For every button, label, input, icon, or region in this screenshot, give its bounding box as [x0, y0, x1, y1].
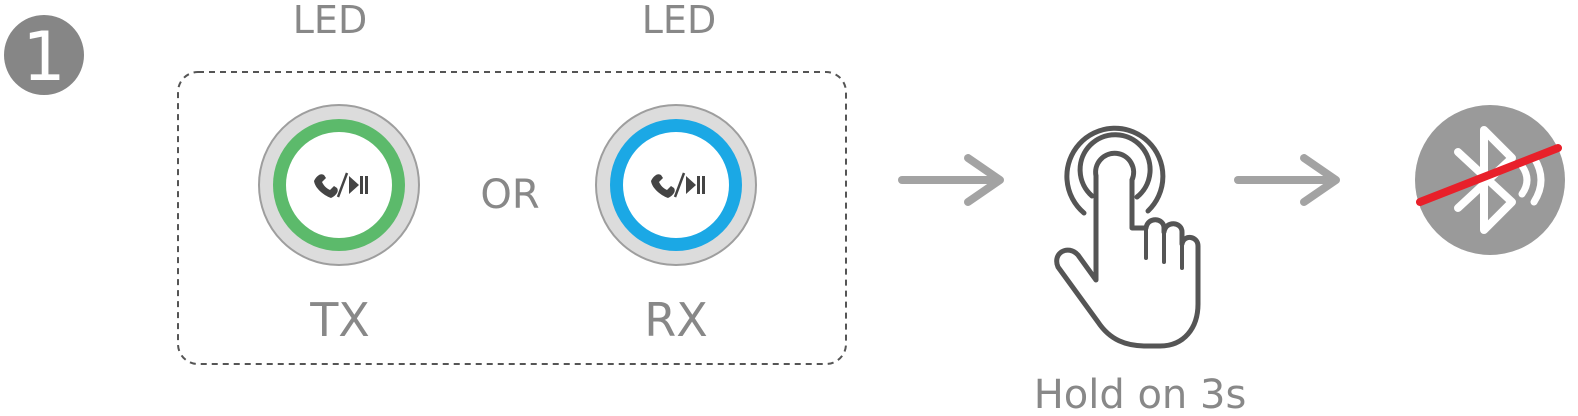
hold-caption: Hold on 3s: [1034, 372, 1247, 416]
bluetooth-off-icon: [1415, 105, 1565, 255]
tx-label: TX: [309, 293, 370, 347]
or-label: OR: [480, 172, 539, 218]
step-number: 1: [22, 18, 65, 97]
hand-press-icon: [1054, 125, 1201, 349]
step-badge: 1: [4, 15, 84, 97]
rx-led-label: LED: [642, 0, 716, 42]
phone-play-pause-icon: [314, 172, 368, 198]
rx-label: RX: [644, 293, 707, 347]
tx-led-label: LED: [293, 0, 367, 42]
arrow-right-icon: [1234, 154, 1340, 206]
device-options-panel: [177, 71, 847, 365]
tx-button: [258, 104, 420, 266]
arrow-right-icon: [898, 154, 1004, 206]
phone-play-pause-icon: [651, 172, 705, 198]
rx-button: [595, 104, 757, 266]
